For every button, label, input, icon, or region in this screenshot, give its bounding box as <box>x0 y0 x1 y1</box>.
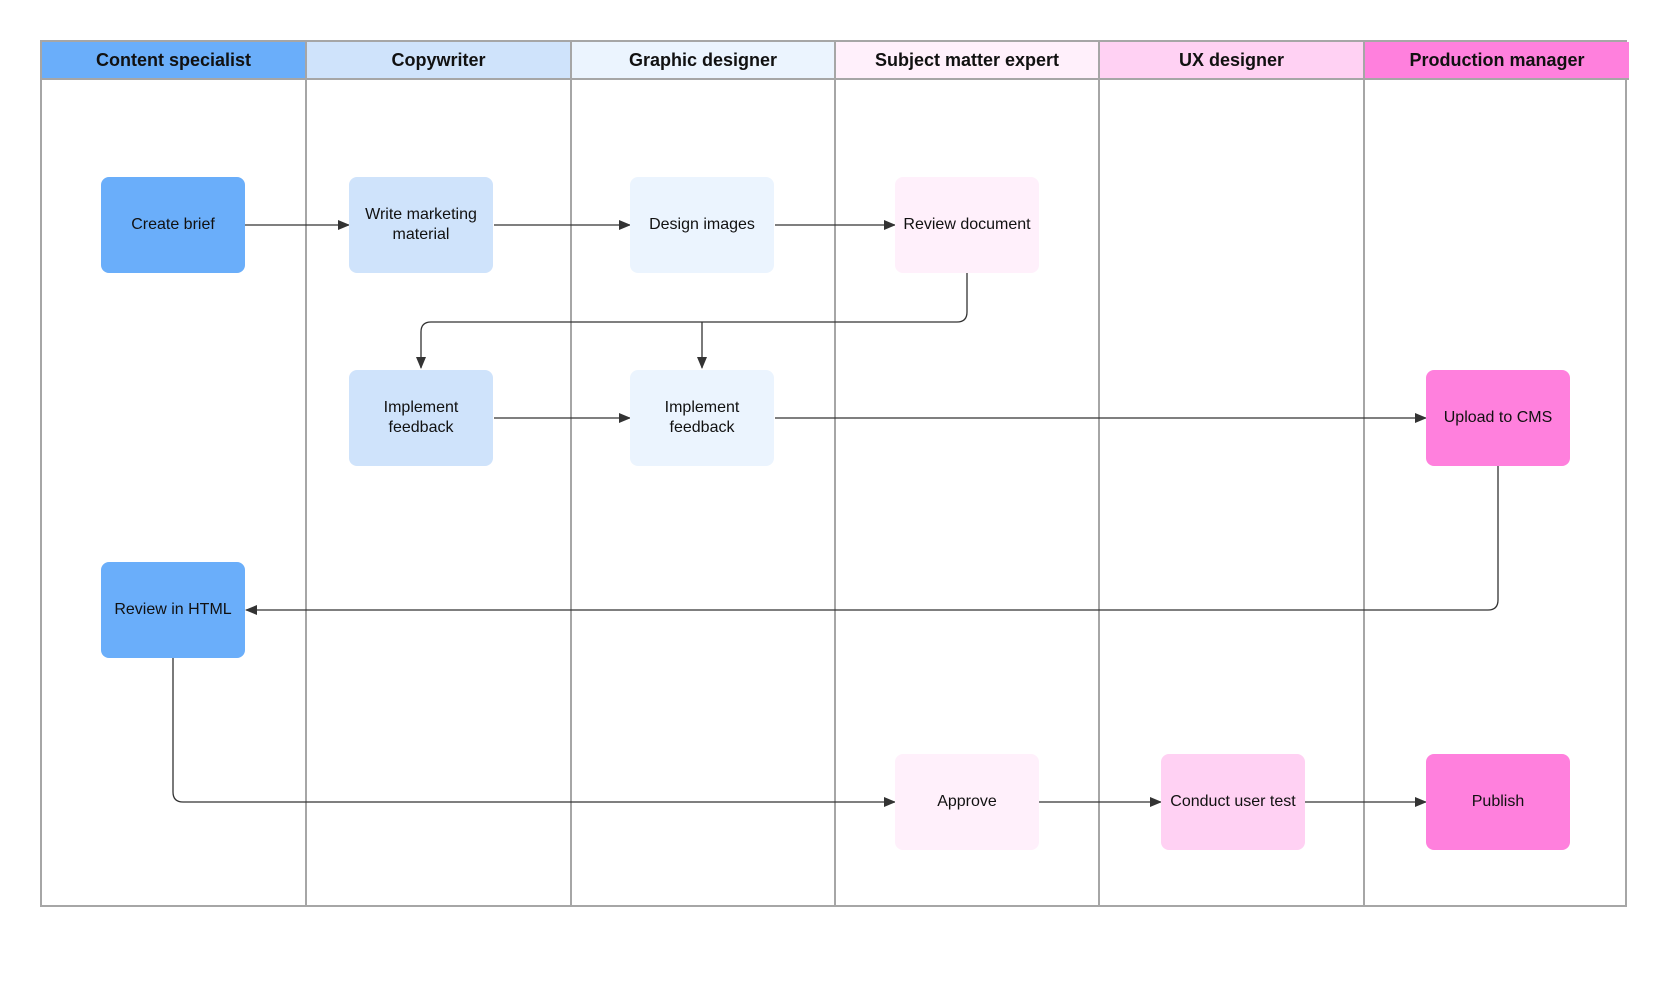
node-implement-feedback-copywriter[interactable]: Implement feedback <box>349 370 493 466</box>
node-design-images[interactable]: Design images <box>630 177 774 273</box>
lane-header-subject-matter-expert: Subject matter expert <box>836 42 1098 80</box>
node-publish[interactable]: Publish <box>1426 754 1570 850</box>
lane-header-graphic-designer: Graphic designer <box>572 42 834 80</box>
node-create-brief[interactable]: Create brief <box>101 177 245 273</box>
node-review-in-html[interactable]: Review in HTML <box>101 562 245 658</box>
swimlane-board: Content specialist Copywriter Graphic de… <box>40 40 1629 907</box>
node-approve[interactable]: Approve <box>895 754 1039 850</box>
lane-production-manager: Production manager <box>1365 42 1629 905</box>
node-conduct-user-test[interactable]: Conduct user test <box>1161 754 1305 850</box>
node-implement-feedback-graphic-designer[interactable]: Implement feedback <box>630 370 774 466</box>
lane-header-content-specialist: Content specialist <box>42 42 305 80</box>
lane-header-ux-designer: UX designer <box>1100 42 1363 80</box>
lane-graphic-designer: Graphic designer <box>572 42 836 905</box>
node-write-marketing-material[interactable]: Write marketing material <box>349 177 493 273</box>
lane-header-production-manager: Production manager <box>1365 42 1629 80</box>
lane-copywriter: Copywriter <box>307 42 572 905</box>
lane-content-specialist: Content specialist <box>42 42 307 905</box>
node-review-document[interactable]: Review document <box>895 177 1039 273</box>
node-upload-to-cms[interactable]: Upload to CMS <box>1426 370 1570 466</box>
lane-header-copywriter: Copywriter <box>307 42 570 80</box>
